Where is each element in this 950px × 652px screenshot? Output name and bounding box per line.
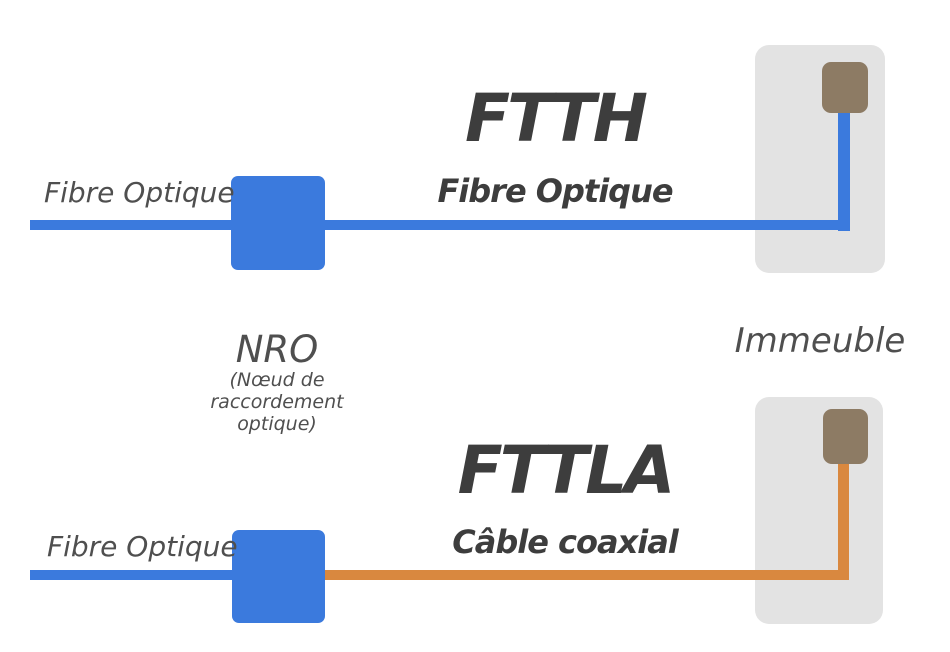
immeuble-label: Immeuble <box>734 321 906 361</box>
nro-description-line-3: optique) <box>237 413 317 435</box>
nro-description: (Nœud de raccordement optique) <box>177 369 377 435</box>
nro-node-fttla <box>232 530 325 623</box>
ftth-title: FTTH <box>465 80 648 157</box>
terminal-device-ftth <box>822 62 868 113</box>
fttla-coax-line-vertical <box>838 460 849 580</box>
nro-node-ftth <box>231 176 325 270</box>
ftth-fiber-line-vertical <box>838 110 850 231</box>
fttla-feed-label: Fibre Optique <box>47 530 238 563</box>
fttla-title: FTTLA <box>457 432 676 509</box>
nro-description-line-1: (Nœud de <box>229 369 325 391</box>
fttla-coax-line-horizontal <box>325 570 849 580</box>
fttla-cable-label: Câble coaxial <box>452 523 679 561</box>
terminal-device-fttla <box>823 409 868 464</box>
ftth-feed-label: Fibre Optique <box>44 176 235 209</box>
ftth-fiber-line-horizontal <box>30 220 850 230</box>
nro-description-line-2: raccordement <box>210 391 344 413</box>
fttla-fiber-line-horizontal <box>30 570 232 580</box>
ftth-cable-label: Fibre Optique <box>437 172 673 210</box>
nro-label: NRO <box>235 328 319 371</box>
